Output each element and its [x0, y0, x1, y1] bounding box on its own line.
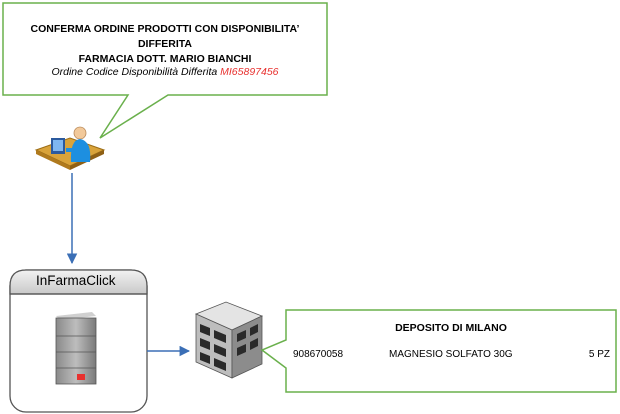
order-label: Ordine Codice Disponibilità Differita: [51, 66, 218, 78]
order-code: MI65897456: [220, 66, 279, 78]
product-quantity: 5 PZ: [588, 349, 610, 360]
callout-title-line1: CONFERMA ORDINE PRODOTTI CON DISPONIBILI…: [30, 23, 300, 50]
product-description: MAGNESIO SOLFATO 30G: [389, 349, 513, 360]
server-icon: [55, 312, 97, 385]
warehouse-building-icon: [194, 301, 264, 379]
order-line: Ordine Codice Disponibilità Differita MI…: [4, 66, 326, 78]
user-at-computer-icon: [34, 126, 106, 170]
deposito-title: DEPOSITO DI MILANO: [395, 322, 507, 334]
callout-title-line2: FARMACIA DOTT. MARIO BIANCHI: [78, 53, 252, 65]
order-callout: [2, 2, 328, 139]
system-title: InFarmaClick: [36, 273, 116, 288]
deposito-callout: [260, 309, 617, 393]
callout-title: CONFERMA ORDINE PRODOTTI CON DISPONIBILI…: [4, 22, 326, 67]
product-code: 908670058: [293, 349, 344, 360]
